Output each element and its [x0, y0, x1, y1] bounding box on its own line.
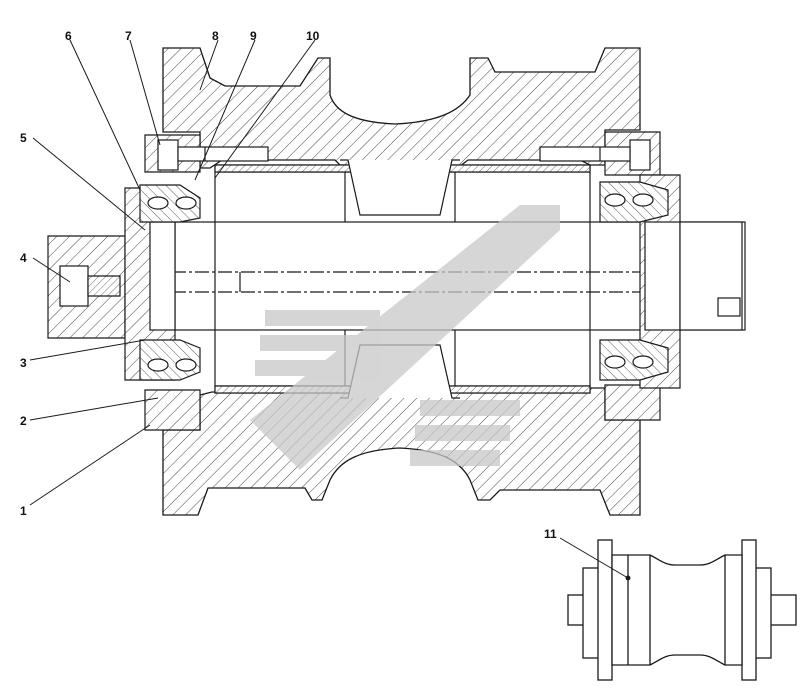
left-bolt — [157, 139, 269, 171]
callout-10: 10 — [306, 29, 320, 43]
callout-9: 9 — [250, 29, 257, 43]
callout-labels: 1 2 3 4 5 6 7 8 9 10 11 — [20, 29, 557, 541]
callout-6: 6 — [65, 29, 72, 43]
callout-8: 8 — [212, 29, 219, 43]
callout-2: 2 — [20, 414, 27, 428]
right-end-cap — [604, 131, 743, 421]
callout-3: 3 — [20, 356, 27, 370]
left-floating-seals — [139, 184, 201, 381]
callout-1: 1 — [20, 504, 27, 518]
right-floating-seals — [599, 181, 669, 381]
leader-lines — [29, 39, 629, 579]
watermark-logo — [250, 205, 560, 470]
callout-5: 5 — [20, 131, 27, 145]
callout-4: 4 — [20, 251, 27, 265]
callout-11: 11 — [544, 527, 557, 541]
roller-external-view — [567, 539, 797, 681]
right-bolt — [539, 139, 651, 171]
callout-7: 7 — [125, 29, 132, 43]
